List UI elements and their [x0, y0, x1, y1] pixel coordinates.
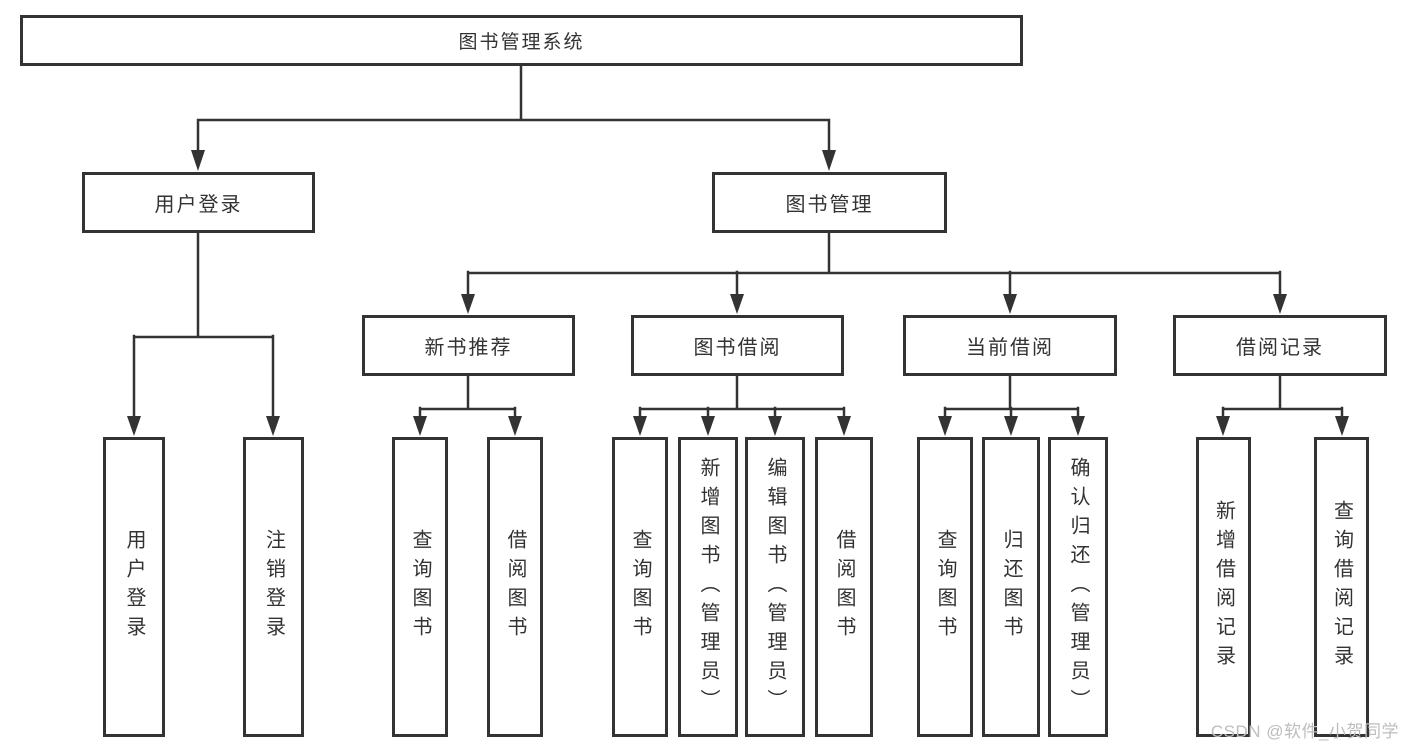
arrowhead-icon: [1273, 294, 1287, 314]
arrowhead-icon: [633, 416, 647, 436]
node-borrowing-records: 借阅记录: [1173, 315, 1387, 376]
connector-borrowing-records: [1221, 374, 1344, 420]
leaf-edit-books-admin: 编辑图书（管理员）: [745, 437, 805, 737]
node-label: 图书借阅: [693, 337, 782, 359]
leaf-label: 归还图书: [1000, 529, 1022, 645]
leaf-label: 注销登录: [262, 529, 285, 645]
arrowhead-icon: [701, 416, 715, 436]
arrowhead-icon: [837, 416, 851, 436]
leaf-return-books: 归还图书: [982, 437, 1040, 737]
node-label: 图书管理系统: [458, 32, 585, 53]
leaf-query-borrow-record: 查询借阅记录: [1314, 437, 1369, 737]
leaf-label: 查询图书: [629, 529, 651, 645]
arrowhead-icon: [1003, 294, 1017, 314]
leaf-label: 用户登录: [123, 529, 145, 645]
csdn-watermark: CSDN @软件_小贺同学: [1210, 722, 1399, 741]
arrowhead-icon: [1004, 416, 1018, 436]
node-book-borrowing: 图书借阅: [631, 315, 844, 376]
leaf-label: 借阅图书: [504, 529, 526, 645]
connector-arrowheads: [127, 150, 1349, 436]
node-label: 新书推荐: [424, 337, 513, 359]
connector-new-book-recommendation: [418, 374, 517, 420]
node-book-management: 图书管理: [712, 172, 947, 233]
connector-book-borrowing: [638, 374, 846, 420]
node-new-book-recommendation: 新书推荐: [362, 315, 575, 376]
leaf-borrow-books: 借阅图书: [487, 437, 543, 737]
leaf-label: 新增图书（管理员）: [697, 456, 719, 718]
connector-lines: [132, 63, 1344, 420]
leaf-label: 查询图书: [934, 529, 956, 645]
node-label: 用户登录: [154, 194, 243, 216]
arrowhead-icon: [822, 150, 836, 171]
arrowhead-icon: [768, 416, 782, 436]
arrowhead-icon: [266, 416, 280, 436]
leaf-query-books: 查询图书: [612, 437, 668, 737]
node-library-system: 图书管理系统: [20, 15, 1023, 66]
arrowhead-icon: [191, 150, 205, 171]
arrowhead-icon: [938, 416, 952, 436]
leaf-label: 编辑图书（管理员）: [764, 456, 786, 718]
leaf-confirm-return-admin: 确认归还（管理员）: [1048, 437, 1108, 737]
connector-book-management: [466, 231, 1282, 298]
arrowhead-icon: [730, 294, 744, 314]
leaf-add-borrow-record: 新增借阅记录: [1196, 437, 1251, 737]
node-user-login: 用户登录: [82, 172, 315, 233]
leaf-label: 新增借阅记录: [1212, 500, 1235, 674]
leaf-query-books: 查询图书: [392, 437, 448, 737]
arrowhead-icon: [413, 416, 427, 436]
leaf-label: 查询图书: [409, 529, 431, 645]
node-current-borrowing: 当前借阅: [903, 315, 1117, 376]
arrowhead-icon: [1335, 416, 1349, 436]
node-label: 图书管理: [785, 194, 874, 216]
leaf-user-login: 用户登录: [103, 437, 165, 737]
leaf-borrow-books: 借阅图书: [815, 437, 873, 737]
connector-current-borrowing: [943, 374, 1080, 420]
leaf-label: 查询借阅记录: [1330, 500, 1353, 674]
arrowhead-icon: [1216, 416, 1230, 436]
connector-user-login: [132, 231, 275, 420]
arrowhead-icon: [461, 294, 475, 314]
leaf-logout-login: 注销登录: [243, 437, 304, 737]
arrowhead-icon: [1071, 416, 1085, 436]
leaf-add-books-admin: 新增图书（管理员）: [678, 437, 738, 737]
leaf-query-books: 查询图书: [917, 437, 973, 737]
leaf-label: 借阅图书: [833, 529, 855, 645]
connector-root: [196, 63, 831, 154]
node-label: 当前借阅: [966, 337, 1054, 359]
arrowhead-icon: [127, 416, 141, 436]
leaf-label: 确认归还（管理员）: [1067, 456, 1089, 718]
node-label: 借阅记录: [1236, 337, 1324, 359]
arrowhead-icon: [508, 416, 522, 436]
